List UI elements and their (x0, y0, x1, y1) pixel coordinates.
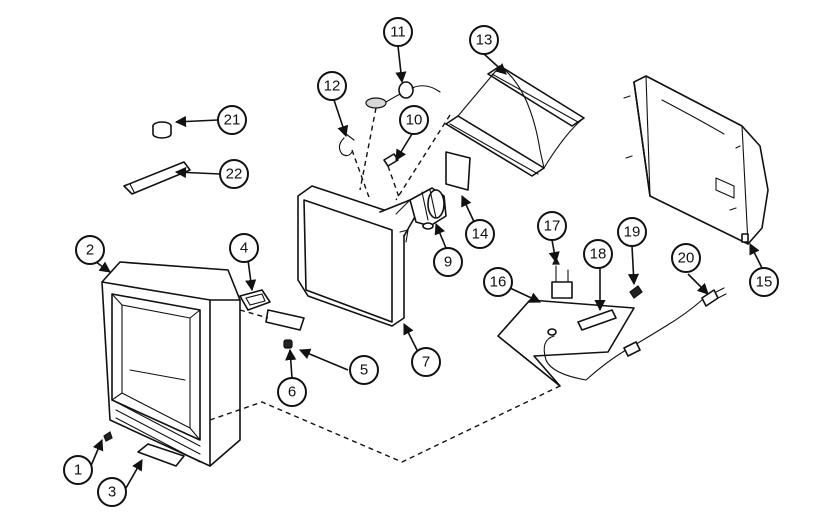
tube-clip-part (383, 153, 399, 167)
leader-lines (89, 45, 763, 489)
callout-13-label: 13 (476, 32, 493, 49)
callout-4: 4 (229, 233, 259, 263)
small-clip-part (103, 431, 113, 442)
callout-17-label: 17 (544, 218, 561, 235)
handle-strip-part (123, 161, 191, 195)
callout-2: 2 (75, 235, 105, 265)
panel-plate-part (265, 309, 305, 331)
callout-4-label: 4 (240, 240, 248, 257)
callout-20-label: 20 (678, 250, 695, 267)
callout-20: 20 (671, 243, 701, 273)
power-cord-part (585, 287, 727, 381)
callout-10-label: 10 (406, 112, 423, 129)
callout-21-label: 21 (224, 112, 241, 129)
flyback-part (551, 256, 573, 299)
callout-15: 15 (749, 267, 779, 297)
callout-16: 16 (483, 267, 513, 297)
callout-7-label: 7 (422, 354, 430, 371)
callout-16-label: 16 (490, 274, 507, 291)
callout-3-label: 3 (108, 484, 116, 501)
callout-18-label: 18 (590, 246, 607, 263)
callout-3: 3 (97, 477, 127, 507)
callout-12-label: 12 (324, 78, 341, 95)
callout-7: 7 (411, 347, 441, 377)
callout-22-label: 22 (226, 166, 243, 183)
callout-1-label: 1 (74, 462, 82, 479)
callout-5: 5 (349, 355, 379, 385)
callout-18: 18 (583, 239, 613, 269)
callout-6-label: 6 (288, 384, 296, 401)
callout-19-label: 19 (624, 224, 641, 241)
callout-2-label: 2 (86, 242, 94, 259)
cabinet-front-part (101, 261, 241, 467)
connector-part (629, 285, 643, 299)
callout-21: 21 (217, 105, 247, 135)
small-board-part (445, 151, 471, 191)
lower-panel-part (137, 443, 185, 467)
callout-13: 13 (469, 25, 499, 55)
round-knob-part (152, 121, 172, 139)
deflection-yoke-part (409, 187, 447, 230)
knob-part (283, 339, 293, 349)
anode-cap-part (365, 81, 441, 109)
picture-tube-part (297, 185, 421, 327)
callout-5-label: 5 (360, 362, 368, 379)
back-cover-part (623, 75, 769, 245)
heat-sink-part (577, 309, 617, 331)
badge-part (239, 289, 271, 311)
spring-wire-part (338, 133, 355, 157)
callout-19: 19 (617, 217, 647, 247)
callout-11: 11 (383, 17, 413, 47)
callout-22: 22 (219, 159, 249, 189)
callout-15-label: 15 (756, 274, 773, 291)
callout-1: 1 (63, 455, 93, 485)
callout-9: 9 (433, 247, 463, 277)
callout-9-label: 9 (444, 254, 452, 271)
callout-11-label: 11 (390, 24, 406, 41)
callout-14: 14 (465, 219, 495, 249)
callout-10: 10 (399, 105, 429, 135)
callout-17: 17 (537, 211, 567, 241)
callout-14-label: 14 (472, 226, 489, 243)
callout-12: 12 (317, 71, 347, 101)
assembly-guide-lines (209, 107, 561, 463)
callout-6: 6 (277, 377, 307, 407)
